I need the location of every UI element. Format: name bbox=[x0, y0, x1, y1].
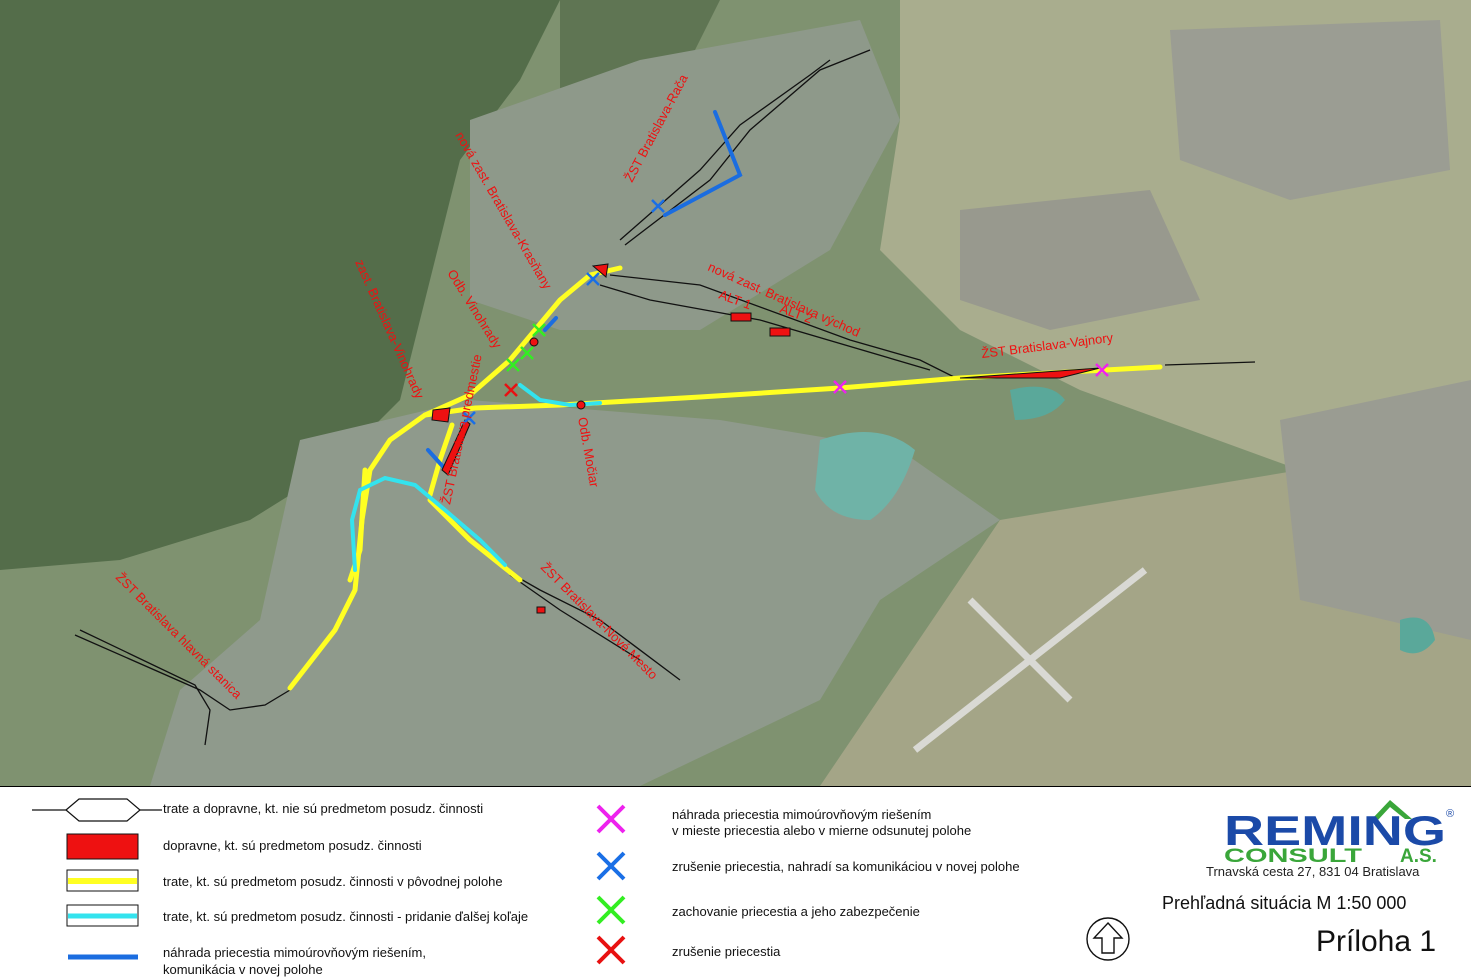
map-canvas: ŽST Bratislava-Rača nová zast. Bratislav… bbox=[0, 0, 1471, 786]
urban-area-southeast bbox=[1280, 380, 1471, 640]
legend-cross-text: zachovanie priecestia a jeho zabezpečeni… bbox=[672, 904, 920, 919]
legend-item-text: trate, kt. sú predmetom posudz. činnosti… bbox=[163, 909, 529, 924]
assessed-stations bbox=[431, 263, 1101, 614]
legend-symbol-track-black bbox=[32, 798, 162, 822]
legend-cross-text: zrušenie priecestia bbox=[672, 944, 781, 959]
airport-runways bbox=[912, 567, 1148, 753]
tracks-not-assessed bbox=[74, 49, 1256, 746]
legend-item-text: komunikácia v novej polohe bbox=[163, 962, 323, 977]
logo-roof-icon bbox=[1372, 800, 1412, 821]
urban-area-north bbox=[470, 20, 900, 330]
company-address: Trnavská cesta 27, 831 04 Bratislava bbox=[1206, 864, 1420, 879]
lake-small bbox=[1010, 386, 1065, 420]
legend-item-text: dopravne, kt. sú predmetom posudz. činno… bbox=[163, 838, 422, 853]
legend-item-text: trate, kt. sú predmetom posudz. činnosti… bbox=[163, 874, 503, 889]
crossing-blue bbox=[462, 411, 476, 425]
crossing-red bbox=[504, 383, 518, 397]
crossing-green bbox=[520, 346, 534, 360]
forest-area bbox=[0, 0, 560, 570]
crossing-magenta bbox=[833, 380, 847, 394]
logo-reming: REMING bbox=[1224, 807, 1446, 854]
legend-item-text: trate a dopravne, kt. nie sú predmetom p… bbox=[163, 801, 484, 816]
urban-area-east bbox=[1170, 20, 1450, 200]
crossing-blue bbox=[651, 199, 665, 213]
urban-area-vajnory bbox=[960, 190, 1200, 330]
legend-cross-text: zrušenie priecestia, nahradí sa komuniká… bbox=[672, 859, 1020, 874]
crossing-blue bbox=[586, 272, 600, 286]
map-crossings bbox=[462, 199, 1109, 425]
logo-registered: ® bbox=[1446, 808, 1454, 820]
crossing-green bbox=[506, 358, 520, 372]
sheet-annex-title: Príloha 1 bbox=[1316, 925, 1437, 958]
legend-cross-text: náhrada priecestia mimoúrovňovým riešení… bbox=[672, 807, 932, 822]
legend-symbol-station-red bbox=[66, 833, 139, 860]
legend-symbol-track-yellow bbox=[66, 869, 139, 892]
company-logo: REMING ® CONSULT A.S. bbox=[1224, 800, 1454, 867]
lake bbox=[815, 432, 915, 520]
crossing-magenta bbox=[1095, 363, 1109, 377]
legend-item-text: náhrada priecestia mimoúrovňovým riešení… bbox=[163, 945, 426, 960]
legend-cross-green-icon bbox=[596, 895, 626, 925]
lake-east bbox=[1400, 617, 1435, 654]
legend-symbol-track-cyan bbox=[66, 904, 139, 927]
legend-cross-red-icon bbox=[596, 935, 626, 965]
crossing-green bbox=[532, 323, 546, 337]
sheet-overview-title: Prehľadná situácia M 1:50 000 bbox=[1162, 893, 1407, 913]
legend-cross-text: v mieste priecestia alebo v mierne odsun… bbox=[672, 823, 972, 838]
logo-consult: CONSULT bbox=[1224, 846, 1363, 867]
legend-symbol-road-blue bbox=[68, 954, 138, 960]
north-arrow-icon bbox=[1086, 917, 1130, 961]
legend-cross-magenta-icon bbox=[596, 804, 626, 834]
legend: trate a dopravne, kt. nie sú predmetom p… bbox=[0, 786, 1471, 977]
logo-as: A.S. bbox=[1400, 846, 1437, 867]
legend-cross-blue-icon bbox=[596, 851, 626, 881]
